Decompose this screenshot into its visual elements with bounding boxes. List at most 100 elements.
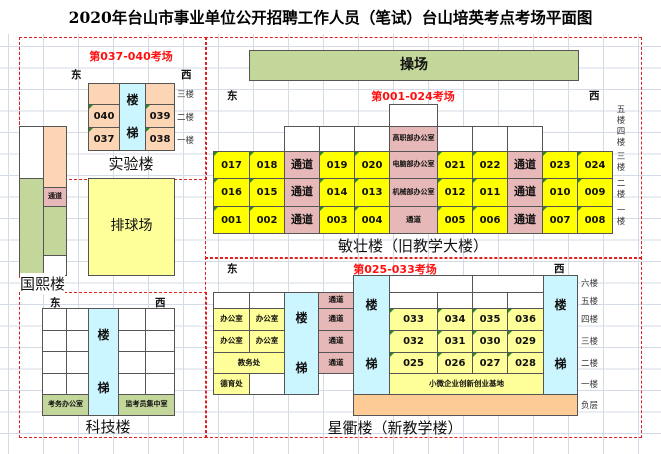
guoxi-block xyxy=(19,178,44,276)
corridor: 通道 xyxy=(284,206,320,234)
room-empty xyxy=(66,330,89,352)
exam-room-002[interactable]: 002 xyxy=(249,206,285,234)
stair-char: 楼 xyxy=(295,310,308,325)
corridor: 通道 xyxy=(318,308,354,331)
exam-room-004[interactable]: 004 xyxy=(354,206,390,234)
corridor: 通道 xyxy=(318,352,354,374)
exam-room-001[interactable]: 001 xyxy=(213,206,250,234)
exam-room-011[interactable]: 011 xyxy=(472,178,508,207)
stairs: 楼梯 xyxy=(284,292,319,395)
exam-room-038[interactable]: 038 xyxy=(145,127,175,151)
office: 办公室 xyxy=(213,308,250,331)
exam-room-032[interactable]: 032 xyxy=(389,330,438,353)
stairs: 楼梯 xyxy=(543,275,578,395)
room-empty xyxy=(42,373,67,395)
exam-room-017[interactable]: 017 xyxy=(213,151,250,179)
exam-room-018[interactable]: 018 xyxy=(249,151,285,179)
exam-range-label: 第037-040考场 xyxy=(89,50,173,63)
room-empty xyxy=(249,373,285,395)
corridor: 通道 xyxy=(507,178,543,207)
room-empty xyxy=(118,330,146,352)
exam-room-008[interactable]: 008 xyxy=(577,206,613,234)
exam-room-022[interactable]: 022 xyxy=(472,151,508,179)
stair-char: 楼 xyxy=(365,297,378,312)
exam-room-036[interactable]: 036 xyxy=(507,308,544,331)
exam-room-029[interactable]: 029 xyxy=(507,330,544,353)
proctor-room: 监考员集中室 xyxy=(118,394,175,416)
exam-room-039[interactable]: 039 xyxy=(145,104,175,128)
guoxi-block xyxy=(43,206,67,256)
exam-room-026[interactable]: 026 xyxy=(437,352,473,374)
stair-char: 楼 xyxy=(97,327,110,342)
building-name-xingqu: 星衢楼（新教学楼） xyxy=(327,419,463,437)
room-empty xyxy=(118,351,146,374)
corridor: 通道 xyxy=(507,206,543,234)
exam-room-013[interactable]: 013 xyxy=(354,178,390,207)
east-label: 东 xyxy=(71,69,82,81)
exam-room-037[interactable]: 037 xyxy=(88,127,120,151)
room-empty xyxy=(66,351,89,374)
room-empty xyxy=(42,351,67,374)
room-empty xyxy=(389,292,438,309)
west-label: 西 xyxy=(181,69,192,81)
exam-room-009[interactable]: 009 xyxy=(577,178,613,207)
stair-char: 梯 xyxy=(97,380,110,395)
stair-char: 梯 xyxy=(295,361,308,376)
playground: 操场 xyxy=(249,50,579,81)
exam-room-033[interactable]: 033 xyxy=(389,308,438,331)
corridor-or-office: 电脑部办公室 xyxy=(389,151,438,179)
exam-room-034[interactable]: 034 xyxy=(437,308,473,331)
exam-room-030[interactable]: 030 xyxy=(472,330,508,353)
exam-room-027[interactable]: 027 xyxy=(472,352,508,374)
exam-room-019[interactable]: 019 xyxy=(319,151,355,179)
room-empty xyxy=(472,292,508,309)
corridor: 通道 xyxy=(284,151,320,179)
moral-education-office: 德育处 xyxy=(213,373,250,395)
corridor: 通道 xyxy=(318,292,354,309)
exam-room-024[interactable]: 024 xyxy=(577,151,613,179)
zone-xingqu xyxy=(205,257,642,438)
exam-room-023[interactable]: 023 xyxy=(542,151,578,179)
exam-room-020[interactable]: 020 xyxy=(354,151,390,179)
exam-room-010[interactable]: 010 xyxy=(542,178,578,207)
room-empty xyxy=(42,308,67,331)
volleyball-court: 排球场 xyxy=(88,178,175,276)
corridor: 通道 xyxy=(284,178,320,207)
exam-room-025[interactable]: 025 xyxy=(389,352,438,374)
exam-room-016[interactable]: 016 xyxy=(213,178,250,207)
room-empty xyxy=(118,373,146,395)
building-name-minzhuang: 敏壮楼（旧教学大楼） xyxy=(337,237,489,255)
exam-room-035[interactable]: 035 xyxy=(472,308,508,331)
floor-label: 五楼 xyxy=(616,105,626,126)
room-empty xyxy=(145,308,175,331)
floor-label: 三楼 xyxy=(177,90,195,100)
floor-label: 三楼 xyxy=(581,337,599,347)
exam-room-005[interactable]: 005 xyxy=(437,206,473,234)
exam-room-015[interactable]: 015 xyxy=(249,178,285,207)
exam-room-007[interactable]: 007 xyxy=(542,206,578,234)
room-empty xyxy=(66,308,89,331)
exam-room-012[interactable]: 012 xyxy=(437,178,473,207)
stair-char: 梯 xyxy=(365,356,378,371)
office: 办公室 xyxy=(213,330,250,353)
exam-room-003[interactable]: 003 xyxy=(319,206,355,234)
room-empty xyxy=(437,292,473,309)
room-empty xyxy=(145,83,175,105)
exam-room-040[interactable]: 040 xyxy=(88,104,120,128)
exam-room-031[interactable]: 031 xyxy=(437,330,473,353)
exam-room-006[interactable]: 006 xyxy=(472,206,508,234)
room-empty xyxy=(145,330,175,352)
exam-range-label: 第025-033考场 xyxy=(353,263,437,276)
exam-room-021[interactable]: 021 xyxy=(437,151,473,179)
east-label: 东 xyxy=(227,263,238,275)
exam-range-label: 第001-024考场 xyxy=(371,90,455,103)
stair-char: 楼 xyxy=(554,297,567,312)
exam-room-014[interactable]: 014 xyxy=(319,178,355,207)
floor-label: 二楼 xyxy=(177,113,195,123)
guoxi-empty xyxy=(19,126,44,179)
exam-room-028[interactable]: 028 xyxy=(507,352,544,374)
stair-char: 梯 xyxy=(554,356,567,371)
floor-label: 三楼 xyxy=(616,152,626,173)
floor-label: 四楼 xyxy=(581,315,599,325)
room-empty xyxy=(213,292,250,309)
